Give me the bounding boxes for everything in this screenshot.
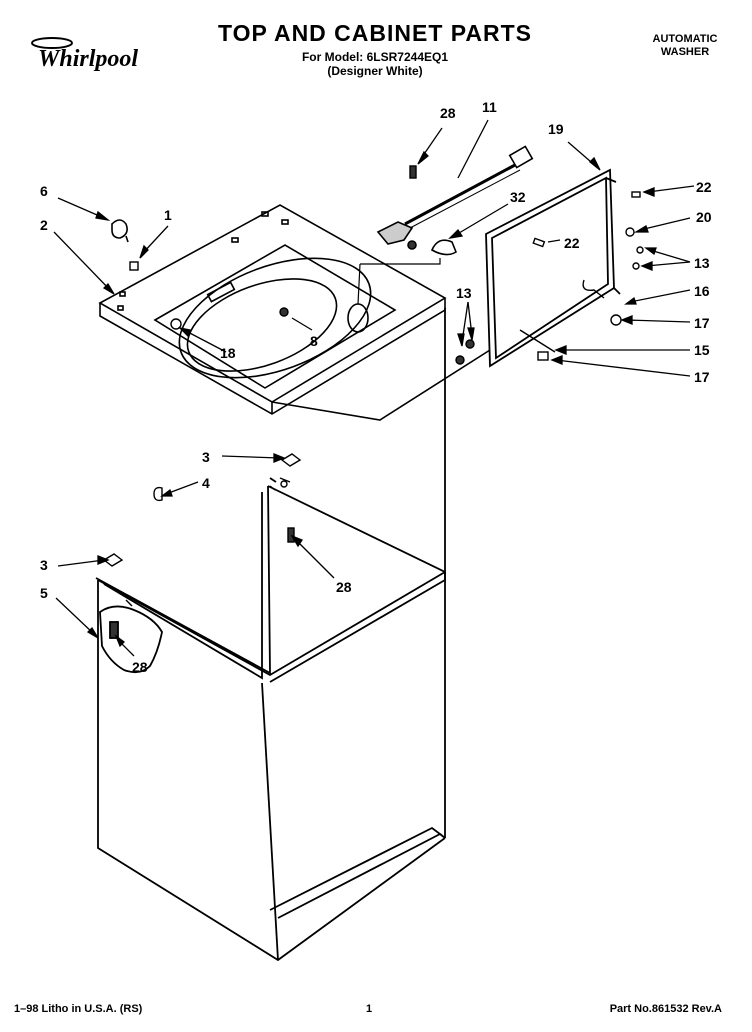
callout-3-lower: 3	[40, 557, 48, 573]
callout-1: 1	[164, 207, 172, 223]
lid-hardware	[455, 191, 644, 365]
callout-13-right: 13	[694, 255, 710, 271]
callout-28-cutaway: 28	[132, 659, 148, 675]
callout-5: 5	[40, 585, 48, 601]
callout-28-cabinet: 28	[336, 579, 352, 595]
washer-top-part	[98, 204, 491, 421]
callout-22-lid: 22	[564, 235, 580, 251]
machine-type-line2: WASHER	[660, 46, 710, 58]
callout-19: 19	[548, 121, 564, 137]
machine-type-line1: AUTOMATIC	[652, 33, 718, 45]
callout-leaders	[53, 119, 695, 657]
callout-11: 11	[482, 99, 497, 115]
callout-17-lower: 17	[694, 369, 710, 385]
callout-18: 18	[220, 345, 236, 361]
callout-17-upper: 17	[694, 315, 710, 331]
footer-part-number: Part No.861532 Rev.A	[609, 1003, 722, 1015]
screw-part-28-top	[409, 165, 417, 179]
callout-22-right: 22	[696, 179, 712, 195]
lid-switch-harness-part-11	[376, 145, 534, 250]
brand-logo-text: Whirlpool	[38, 46, 138, 72]
model-variant: (Designer White)	[327, 64, 423, 78]
brand-logo: Whirlpool	[31, 37, 138, 72]
callout-3-upper: 3	[202, 449, 210, 465]
callout-6: 6	[40, 183, 48, 199]
footer-print-info: 1–98 Litho in U.S.A. (RS)	[14, 1003, 143, 1015]
callout-20: 20	[696, 209, 712, 225]
clip-part-6	[111, 219, 129, 243]
callout-32: 32	[510, 189, 526, 205]
callout-28-top: 28	[440, 105, 456, 121]
model-number: For Model: 6LSR7244EQ1	[301, 50, 449, 64]
callout-15: 15	[694, 342, 710, 358]
callout-4: 4	[202, 475, 210, 491]
lid-part-19	[485, 168, 621, 368]
callout-8: 8	[310, 333, 318, 349]
bumper-part-1	[129, 261, 139, 271]
actuator-part-32	[430, 239, 457, 256]
callout-labels: 28 11 19 6 1 2 22 32 20 22 13 16 13 17 1…	[40, 99, 712, 675]
screw-part-8	[279, 307, 289, 317]
page-title: TOP AND CABINET PARTS	[217, 20, 533, 46]
plug-part-18	[170, 318, 182, 330]
callout-2: 2	[40, 217, 48, 233]
callout-13-left: 13	[456, 285, 472, 301]
callout-16: 16	[694, 283, 710, 299]
footer-page-number: 1	[366, 1003, 373, 1015]
cabinet-part-5	[95, 308, 446, 962]
